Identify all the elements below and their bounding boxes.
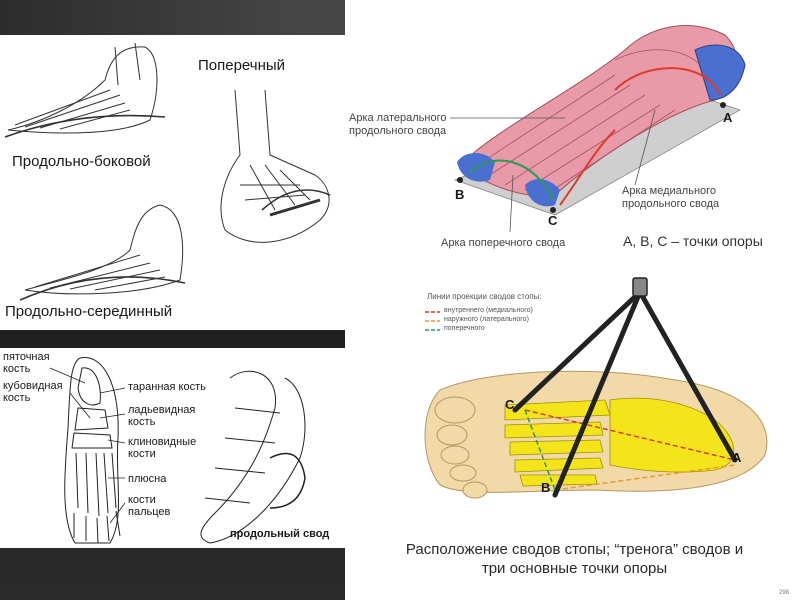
legend-item-medial: внутреннего (медиального) [444,307,533,314]
label-point-c-top: C [548,213,558,228]
tripod-foot-drawing [424,277,768,499]
label-lateral-arch: Арка латерального продольного свода [349,112,447,137]
panel-arch-3d: Арка латерального продольного свода Арка… [345,0,800,270]
label-calcaneus: пяточная кость [3,351,50,375]
label-long-arch: продольный свод [230,528,330,540]
panel-tripod: Линии проекции сводов стопы: внутреннего… [345,270,800,600]
label-point-a-bottom: A [732,450,742,465]
panel-foot-bones: пяточная кость кубовидная кость таранная… [0,348,345,548]
label-cuneiform: клиновидные кости [128,436,197,460]
label-support-points: А, В, С – точки опоры [623,233,763,249]
label-point-a-top: A [723,110,733,125]
label-point-c-bottom: C [505,397,515,412]
label-medial-arch: Арка медиального продольного свода [622,185,720,210]
label-cuboid: кубовидная кость [3,380,63,404]
page-number: 298 [779,590,790,596]
label-phalanges: кости пальцев [128,494,171,518]
legend-item-transverse: поперечного [444,325,485,332]
label-point-b-bottom: B [541,480,551,495]
label-navicular: ладьевидная кость [128,404,196,428]
legend-item-lateral: наружного (латерального) [444,316,529,323]
label-metatarsus: плюсна [128,473,167,485]
arch-sketches [4,42,331,301]
arch-3d-drawing [450,25,746,233]
label-transverse: Поперечный [198,57,286,74]
legend-title: Линии проекции сводов стопы: [427,292,542,301]
caption: Расположение сводов стопы; “тренога” сво… [405,541,744,577]
label-transverse-arch: Арка поперечного свода [441,237,566,249]
label-longitudinal-medial: Продольно-серединный [5,303,173,320]
label-point-b-top: B [455,187,465,202]
foot-bones-drawing [49,357,306,544]
label-longitudinal-lateral: Продольно-боковой [12,153,151,170]
panel-arch-types: Продольно-боковой Поперечный Продольно-с… [0,35,345,330]
label-talus: таранная кость [128,381,206,393]
